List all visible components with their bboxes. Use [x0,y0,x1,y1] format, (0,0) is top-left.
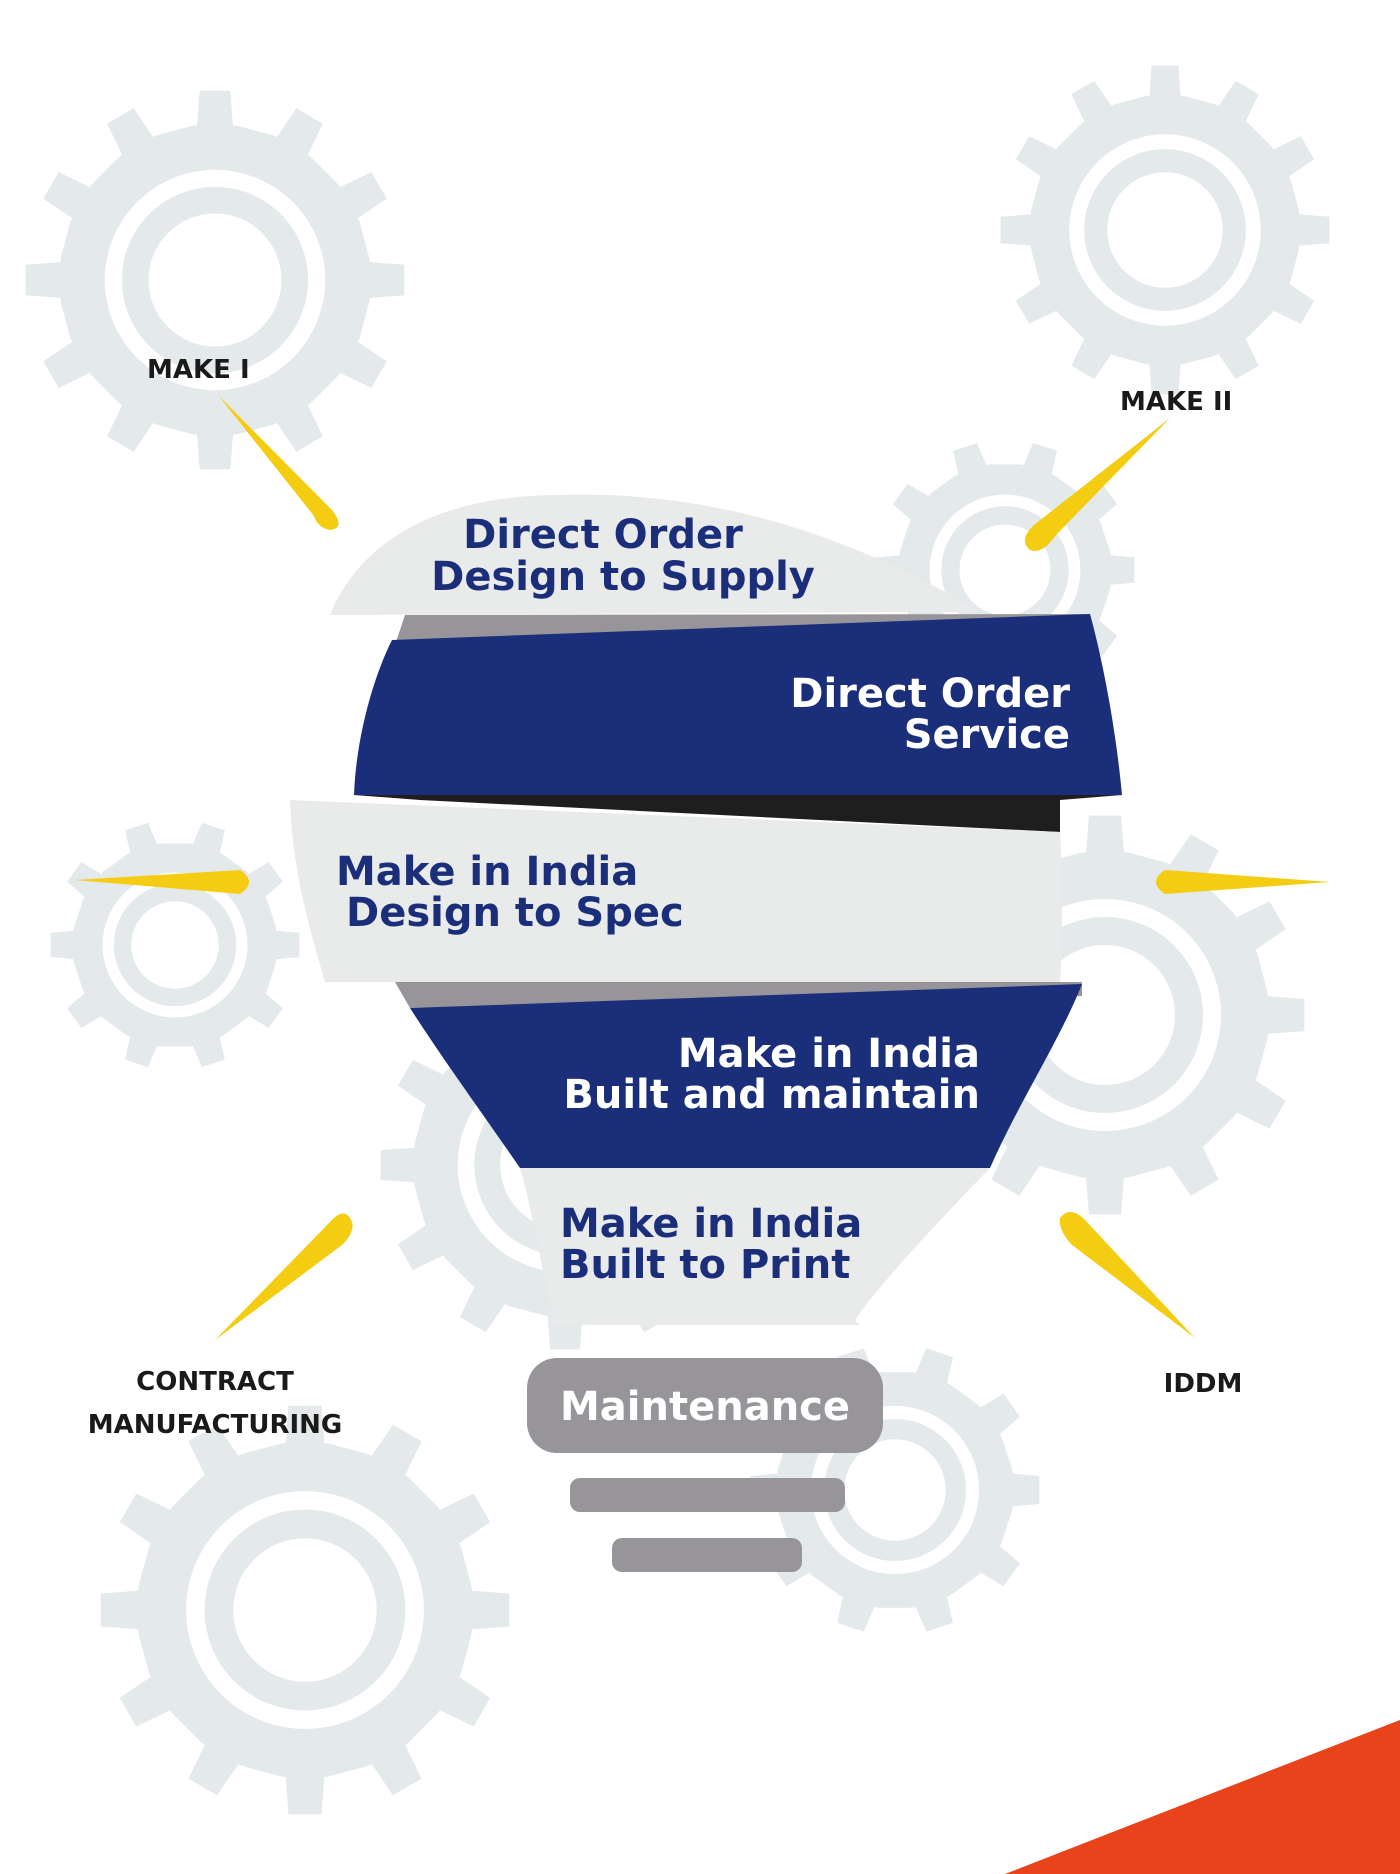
light-ray-icon [1024,418,1170,551]
base-bar-1 [570,1478,845,1512]
light-ray-icon [215,1213,353,1340]
band-direct-order-service [354,614,1122,795]
band-label-line2: Service [904,712,1070,758]
band-label-line2: Built and maintain [563,1072,980,1118]
band-label-line1: Make in India [560,1201,862,1247]
maintenance-pill [527,1358,883,1453]
label-contract: CONTRACT [136,1367,294,1397]
band-label-line1: Direct Order [463,512,743,558]
light-ray-icon [75,870,249,894]
band-label-line2: Built to Print [560,1242,850,1288]
light-ray-icon [1059,1211,1195,1338]
gear-ring [121,186,309,374]
band-mii-design-spec [290,800,1062,982]
gear-ring [1084,149,1246,311]
label-make-1: MAKE I [147,355,250,385]
bulb-base [527,1358,883,1572]
base-bar-2 [612,1538,802,1572]
band-label-line2: Design to Supply [431,554,815,600]
light-ray-icon [218,395,339,530]
band-direct-order-design [330,494,980,615]
orange-corner-accent [1005,1720,1400,1874]
band-mii-built-maintain [410,984,1082,1168]
maintenance-label: Maintenance [560,1384,850,1430]
label-manufacturing: MANUFACTURING [88,1410,343,1440]
light-rays [75,395,1330,1340]
band-label-line1: Make in India [678,1031,980,1077]
bulb-body [290,494,1122,1325]
gear-ring [113,883,237,1007]
label-make-2: MAKE II [1120,387,1232,417]
band-label-line2: Design to Spec [346,890,684,936]
label-iddm: IDDM [1164,1369,1243,1399]
light-ray-icon [1156,870,1330,894]
band-shadow [354,795,1122,832]
band-label-line1: Make in India [336,849,638,895]
gear-ring [204,1509,406,1711]
band-label-line1: Direct Order [790,671,1070,717]
band-mii-built-print [520,1168,990,1325]
band-shadow [395,982,1082,1008]
